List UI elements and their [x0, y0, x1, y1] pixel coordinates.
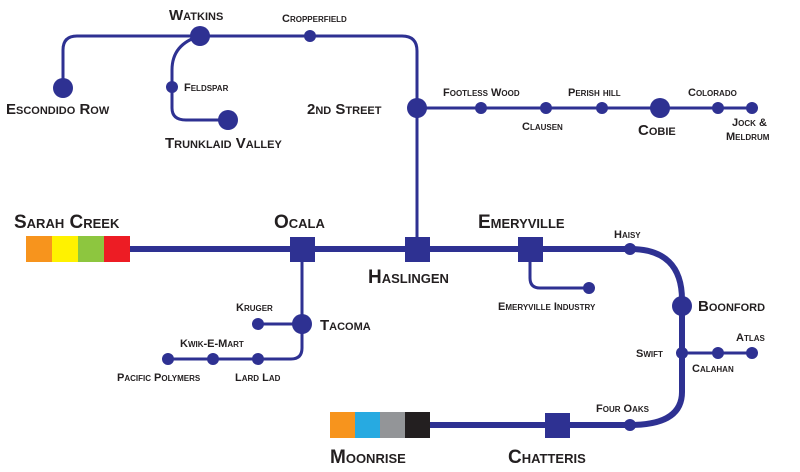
terminal-band — [52, 236, 78, 262]
station-four-oaks[interactable] — [624, 419, 636, 431]
station-label-colorado: Colorado — [688, 87, 737, 99]
terminal-band — [104, 236, 130, 262]
station-label-feldspar: Feldspar — [184, 82, 229, 94]
station-label-emeryville-industry: Emeryville Industry — [498, 301, 596, 313]
terminal-band — [78, 236, 104, 262]
terminal-band — [405, 412, 430, 438]
station-label-kwik-e-mart: Kwik-E-Mart — [180, 338, 244, 350]
station-cobie[interactable] — [650, 98, 670, 118]
station-label-swift: Swift — [636, 348, 663, 360]
station-clausen[interactable] — [540, 102, 552, 114]
station-label-kruger: Kruger — [236, 302, 273, 314]
station-label-perish-hill: Perish hill — [568, 87, 621, 99]
station-label-four-oaks: Four Oaks — [596, 403, 650, 415]
station-jock-meldrum[interactable] — [746, 102, 758, 114]
sarah-creek-terminal-bar — [26, 236, 130, 262]
terminal-band — [380, 412, 405, 438]
station-2nd-street[interactable] — [407, 98, 427, 118]
station-emeryville[interactable] — [518, 237, 543, 262]
station-label-jock-meldrum-line2: Meldrum — [726, 131, 770, 143]
station-label-trunklaid-valley: Trunklaid Valley — [165, 135, 282, 152]
station-label-jock-meldrum: Jock & — [732, 117, 767, 129]
terminal-label-sarah-creek: Sarah Creek — [14, 212, 120, 233]
station-label-2nd-street: 2nd Street — [307, 101, 382, 118]
station-lard-lad[interactable] — [252, 353, 264, 365]
station-label-ocala: Ocala — [274, 212, 325, 233]
station-label-haisy: Haisy — [614, 229, 641, 241]
station-label-footless-wood: Footless Wood — [443, 87, 520, 99]
station-label-cobie: Cobie — [638, 122, 676, 139]
station-swift[interactable] — [676, 347, 688, 359]
station-label-pacific-polymers: Pacific Polymers — [117, 372, 201, 384]
terminal-band — [355, 412, 380, 438]
station-perish-hill[interactable] — [596, 102, 608, 114]
station-boonford[interactable] — [672, 296, 692, 316]
station-label-tacoma: Tacoma — [320, 317, 371, 334]
station-chatteris[interactable] — [545, 413, 570, 438]
station-atlas[interactable] — [746, 347, 758, 359]
station-label-escondido-row: Escondido Row — [6, 101, 110, 118]
terminal-band — [26, 236, 52, 262]
station-calahan[interactable] — [712, 347, 724, 359]
station-pacific-polymers[interactable] — [162, 353, 174, 365]
station-haisy[interactable] — [624, 243, 636, 255]
station-feldspar[interactable] — [166, 81, 178, 93]
station-footless-wood[interactable] — [475, 102, 487, 114]
station-haslingen[interactable] — [405, 237, 430, 262]
station-label-haslingen: Haslingen — [368, 267, 449, 288]
station-emeryville-industry[interactable] — [583, 282, 595, 294]
station-trunklaid-valley[interactable] — [218, 110, 238, 130]
station-label-calahan: Calahan — [692, 363, 734, 375]
station-label-atlas: Atlas — [736, 332, 765, 344]
emeryville-industry-spur-line — [528, 247, 591, 290]
terminal-label-moonrise: Moonrise — [330, 447, 406, 468]
terminal-band — [330, 412, 355, 438]
tacoma-branch-line — [166, 247, 304, 361]
station-escondido-row[interactable] — [53, 78, 73, 98]
station-kruger[interactable] — [252, 318, 264, 330]
station-label-clausen: Clausen — [522, 121, 563, 133]
station-ocala[interactable] — [290, 237, 315, 262]
moonrise-terminal-bar — [330, 412, 430, 438]
trunklaid-branch-line — [170, 34, 230, 122]
station-kwik-e-mart[interactable] — [207, 353, 219, 365]
station-label-watkins: Watkins — [169, 7, 223, 24]
station-watkins[interactable] — [190, 26, 210, 46]
station-label-lard-lad: Lard Lad — [235, 372, 281, 384]
station-label-chatteris: Chatteris — [508, 447, 586, 468]
station-label-boonford: Boonford — [698, 298, 765, 315]
station-label-emeryville: Emeryville — [478, 212, 565, 233]
station-colorado[interactable] — [712, 102, 724, 114]
station-tacoma[interactable] — [292, 314, 312, 334]
station-label-cropperfield: Cropperfield — [282, 13, 347, 25]
north-loop-line — [61, 34, 419, 251]
station-cropperfield[interactable] — [304, 30, 316, 42]
